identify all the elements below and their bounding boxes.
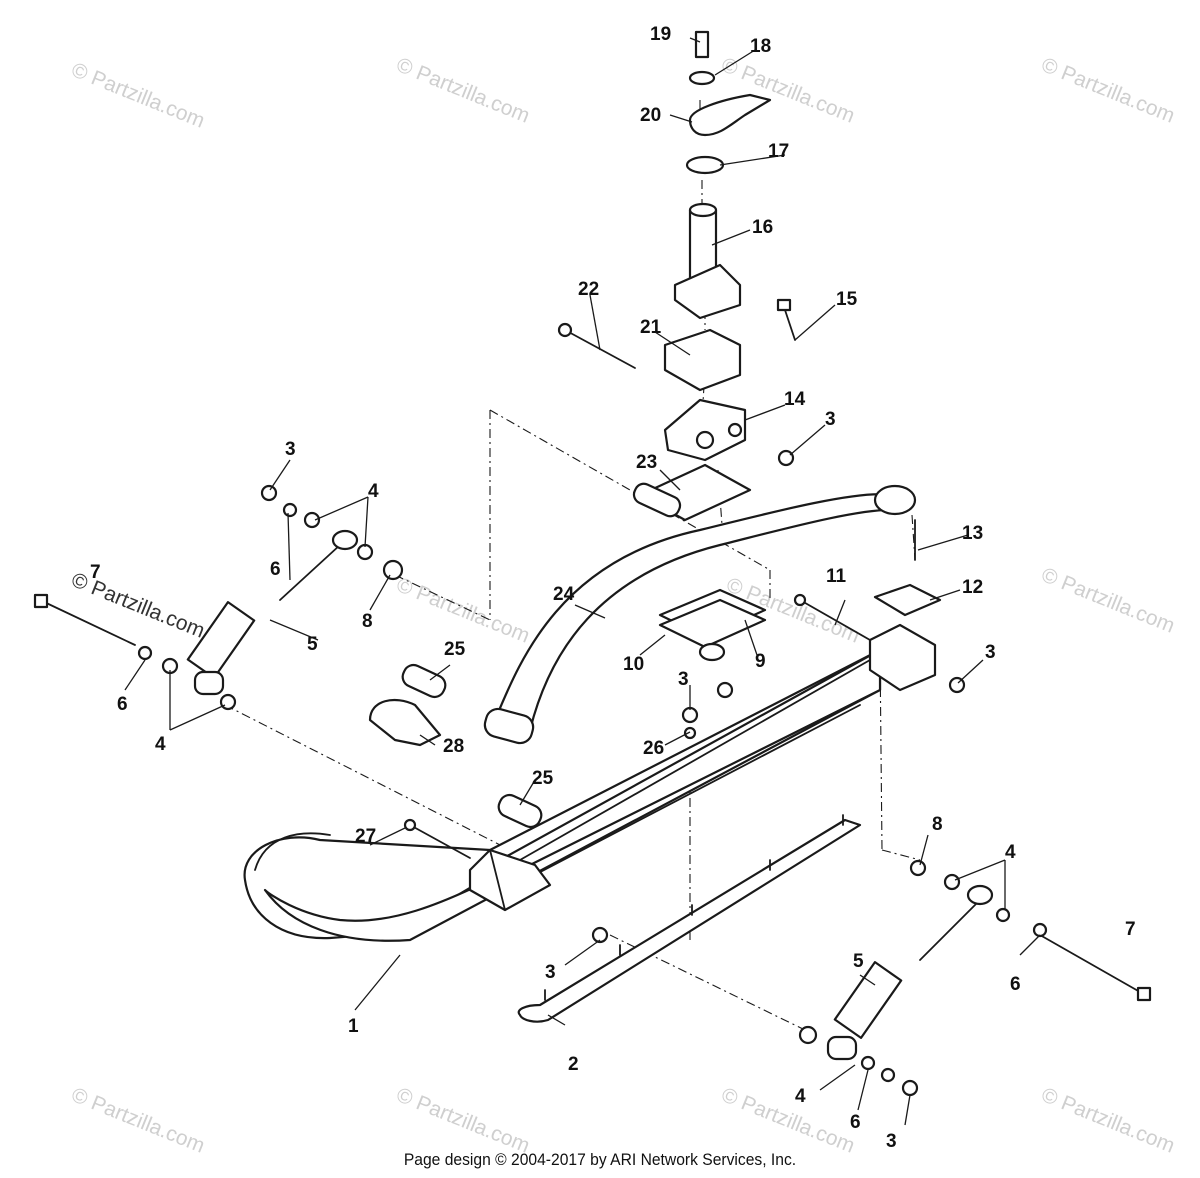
label-1: 1 bbox=[348, 1016, 359, 1037]
label-27: 27 bbox=[355, 826, 376, 847]
label-22: 22 bbox=[578, 279, 599, 300]
wear-rod bbox=[517, 814, 862, 1023]
label-4: 4 bbox=[368, 481, 379, 502]
ski-spring bbox=[483, 484, 917, 745]
label-3: 3 bbox=[678, 669, 689, 690]
rear-clip bbox=[873, 519, 942, 617]
bushings bbox=[368, 663, 543, 829]
label-11: 11 bbox=[826, 566, 847, 587]
watermark: © Partzilla.com bbox=[1038, 563, 1178, 637]
watermark: © Partzilla.com bbox=[393, 53, 533, 127]
label-3: 3 bbox=[825, 409, 836, 430]
long-bolts bbox=[33, 593, 1152, 1002]
label-24: 24 bbox=[553, 584, 575, 605]
steering-spindle bbox=[673, 202, 742, 320]
label-6: 6 bbox=[1010, 974, 1021, 995]
label-5: 5 bbox=[307, 634, 318, 655]
label-6: 6 bbox=[850, 1112, 861, 1133]
label-10: 10 bbox=[623, 654, 644, 675]
watermark: © Partzilla.com bbox=[68, 58, 208, 132]
label-25: 25 bbox=[532, 768, 554, 789]
label-5: 5 bbox=[853, 951, 864, 972]
pads bbox=[658, 588, 767, 662]
label-18: 18 bbox=[750, 36, 771, 57]
hardware bbox=[137, 449, 1048, 1097]
ski bbox=[243, 648, 882, 942]
spring-plate bbox=[632, 463, 752, 522]
label-4: 4 bbox=[155, 734, 166, 755]
label-4: 4 bbox=[795, 1086, 806, 1107]
shock-left bbox=[186, 529, 359, 696]
watermark: © Partzilla.com bbox=[718, 1083, 858, 1157]
label-7: 7 bbox=[90, 562, 101, 583]
watermark: © Partzilla.com bbox=[393, 1083, 533, 1157]
label-20: 20 bbox=[640, 105, 661, 126]
label-3: 3 bbox=[545, 962, 556, 983]
spindle-housing bbox=[663, 398, 747, 462]
rear-bracket bbox=[793, 593, 937, 692]
steering-arm-stack bbox=[685, 30, 772, 175]
label-3: 3 bbox=[285, 439, 296, 460]
label-19: 19 bbox=[650, 24, 671, 45]
label-3: 3 bbox=[886, 1131, 897, 1152]
part-labels: 1 2 3 3 3 3 3 3 4 4 4 4 5 5 6 6 6 6 7 7 … bbox=[90, 24, 1136, 1152]
label-25: 25 bbox=[444, 639, 466, 660]
label-7: 7 bbox=[1125, 919, 1136, 940]
label-26: 26 bbox=[643, 738, 664, 759]
label-9: 9 bbox=[755, 651, 766, 672]
label-12: 12 bbox=[962, 577, 983, 598]
label-6: 6 bbox=[117, 694, 128, 715]
leader-lines bbox=[124, 37, 1041, 1126]
label-17: 17 bbox=[768, 141, 789, 162]
label-4: 4 bbox=[1005, 842, 1016, 863]
label-23: 23 bbox=[636, 452, 657, 473]
label-14: 14 bbox=[784, 389, 806, 410]
label-16: 16 bbox=[752, 217, 773, 238]
label-2: 2 bbox=[568, 1054, 579, 1075]
label-28: 28 bbox=[443, 736, 464, 757]
watermark: © Partzilla.com bbox=[1038, 1083, 1178, 1157]
label-8: 8 bbox=[932, 814, 943, 835]
label-21: 21 bbox=[640, 317, 662, 338]
watermark: © Partzilla.com bbox=[68, 1083, 208, 1157]
watermark: © Partzilla.com bbox=[1038, 53, 1178, 127]
shock-right bbox=[826, 884, 994, 1061]
label-8: 8 bbox=[362, 611, 373, 632]
label-3: 3 bbox=[985, 642, 996, 663]
label-13: 13 bbox=[962, 523, 983, 544]
page-footer: Page design © 2004-2017 by ARI Network S… bbox=[403, 1150, 797, 1169]
front-bracket bbox=[403, 818, 552, 912]
label-6: 6 bbox=[270, 559, 281, 580]
spindle-cap bbox=[663, 328, 742, 392]
label-15: 15 bbox=[836, 289, 858, 310]
